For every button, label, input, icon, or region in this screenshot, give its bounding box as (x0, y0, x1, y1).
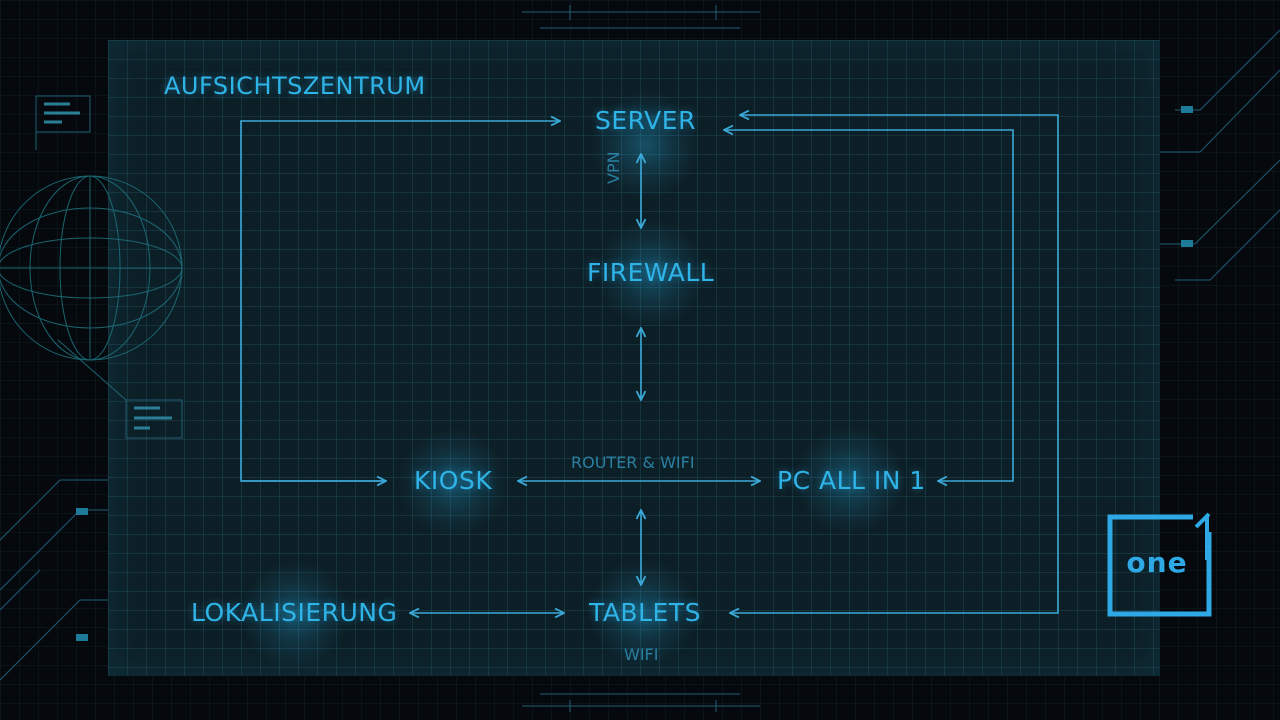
circuit-pads (76, 106, 1193, 641)
pc-node: PC ALL IN 1 (777, 466, 926, 495)
diagram-title: AUFSICHTSZENTRUM (164, 72, 426, 100)
left-circuit-lines (0, 479, 108, 681)
server-node: SERVER (595, 106, 696, 135)
one-logo-text: one (1126, 546, 1188, 579)
globe-callouts (35, 95, 183, 439)
router-wifi-label: ROUTER & WIFI (571, 453, 695, 472)
one-logo-frame (1107, 512, 1212, 617)
right-circuit-lines (1160, 29, 1280, 281)
bottom-ruler (522, 693, 760, 712)
vpn-label: VPN (604, 151, 623, 184)
wifi-label: WIFI (624, 645, 659, 664)
lokalisierung-node: LOKALISIERUNG (191, 598, 398, 627)
tablets-node: TABLETS (589, 598, 701, 627)
firewall-node: FIREWALL (587, 258, 715, 287)
diagram-panel (108, 40, 1160, 676)
kiosk-glow (398, 428, 508, 538)
lokalisierung-glow (240, 560, 350, 670)
diagram-connections (240, 115, 1059, 613)
globe-icon (0, 118, 183, 401)
top-ruler (522, 5, 760, 29)
kiosk-node: KIOSK (414, 466, 493, 495)
firewall-glow (596, 218, 706, 328)
